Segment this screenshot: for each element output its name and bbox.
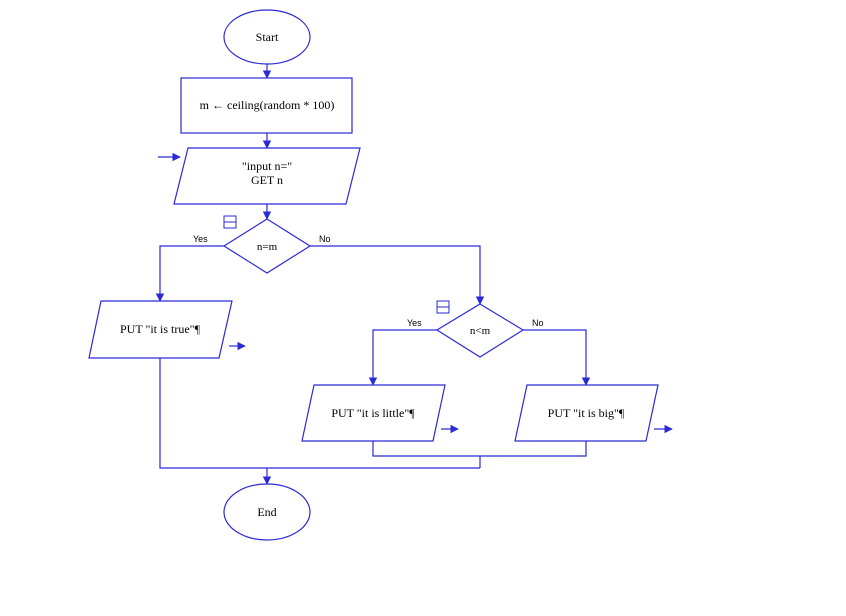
input-label-line1: "input n=": [242, 159, 292, 173]
out-big-label: PUT "it is big"¶: [548, 406, 625, 420]
decision1-no-label: No: [319, 234, 331, 244]
out-big-node[interactable]: PUT "it is big"¶: [514, 384, 659, 442]
decision2-node[interactable]: n<m: [435, 303, 525, 358]
decision2-label: n<m: [470, 325, 491, 337]
end-label: End: [257, 505, 276, 519]
connector-decision1-no: [310, 245, 485, 305]
assign-node[interactable]: m ← ceiling(random * 100): [180, 77, 353, 134]
end-node[interactable]: End: [223, 483, 311, 541]
out-true-node[interactable]: PUT "it is true"¶: [88, 300, 233, 359]
connectors: [155, 64, 673, 485]
merge-inner: [372, 441, 587, 457]
out-little-label: PUT "it is little"¶: [331, 406, 415, 420]
start-label: Start: [256, 30, 279, 44]
start-node[interactable]: Start: [223, 9, 311, 65]
out-true-label: PUT "it is true"¶: [120, 322, 201, 336]
connector-decision2-yes: [368, 329, 437, 386]
assign-label: m ← ceiling(random * 100): [200, 98, 335, 112]
collapse-toggle-1[interactable]: [223, 215, 237, 229]
decision1-node[interactable]: n=m: [222, 218, 312, 274]
connector-decision2-no: [523, 329, 591, 386]
connector-decision1-yes: [155, 245, 224, 302]
input-node[interactable]: "input n=" GET n: [173, 147, 361, 205]
collapse-toggle-2[interactable]: [436, 300, 450, 314]
decision1-yes-label: Yes: [193, 234, 208, 244]
decision2-yes-label: Yes: [407, 318, 422, 328]
input-label-line2: GET n: [251, 173, 283, 187]
merge-outer: [159, 358, 480, 469]
decision2-no-label: No: [532, 318, 544, 328]
decision1-label: n=m: [257, 241, 278, 253]
out-little-node[interactable]: PUT "it is little"¶: [301, 384, 446, 442]
